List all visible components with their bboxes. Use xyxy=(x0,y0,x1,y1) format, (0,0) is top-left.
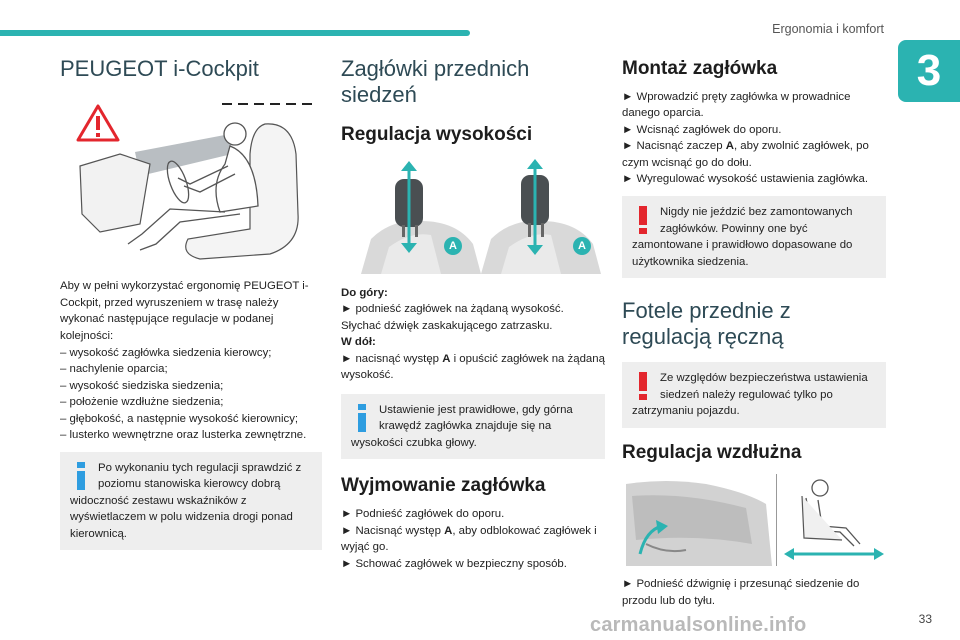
section-title: Ergonomia i komfort xyxy=(772,22,884,36)
remove-heading: Wyjmowanie zagłówka xyxy=(341,475,546,497)
cockpit-info-box: Po wykonaniu tych regulacji sprawdzić z … xyxy=(60,451,322,551)
mount-step-2: ► Wcisnąć zagłówek do oporu. xyxy=(622,123,782,136)
remove-step-2-pre: ► Nacisnąć występ xyxy=(341,524,445,537)
manual-warning-text: Ze względów bezpieczeństwa ustawienia si… xyxy=(632,372,868,418)
remove-steps: ► Podnieść zagłówek do oporu. ► Nacisnąć… xyxy=(341,506,605,572)
warning-exclamation-icon xyxy=(639,372,647,401)
mount-step-3-pre: ► Nacisnąć zaczep xyxy=(622,140,726,153)
longitudinal-text: ► Podnieść dźwignię i przesunąć siedzeni… xyxy=(622,578,860,607)
cockpit-title: PEUGEOT i-Cockpit xyxy=(60,56,259,81)
cockpit-steps: – wysokość zagłówka siedzenia kierowcy; … xyxy=(60,345,322,444)
list-item: – położenie wzdłużne siedzenia; xyxy=(60,396,224,409)
list-item: – nachylenie oparcia; xyxy=(60,363,168,376)
list-item: – wysokość siedziska siedzenia; xyxy=(60,379,224,392)
mount-step-3-post: , aby zwolnić zagłówek, po czym wcisnąć … xyxy=(622,140,869,169)
height-heading: Regulacja wysokości xyxy=(341,123,533,145)
up-text-1: ► podnieść zagłówek na żądaną wysokość. xyxy=(341,303,564,316)
list-item: – głębokość, a następnie wysokość kierow… xyxy=(60,412,299,425)
mount-warning-text: Nigdy nie jeździć bez zamontowanych zagł… xyxy=(632,205,853,268)
warning-exclamation-icon xyxy=(639,205,647,234)
mount-step-3-a: A xyxy=(725,140,734,153)
cockpit-driver-illustration xyxy=(76,103,318,260)
chapter-number: 3 xyxy=(898,40,960,102)
label-a-badge: A xyxy=(573,236,591,255)
column-headrests: Zagłówki przednich siedzeń Regulacja wys… xyxy=(341,52,605,572)
headrest-height-figure-2 xyxy=(481,158,601,274)
remove-step-3: ► Schować zagłówek w bezpieczny sposób. xyxy=(341,557,567,570)
mount-heading: Montaż zagłówka xyxy=(622,58,778,79)
list-item: – lusterko wewnętrzne oraz lusterka zewn… xyxy=(60,429,307,442)
mount-steps: ► Wprowadzić pręty zagłówka w prowadnice… xyxy=(622,89,886,188)
list-item: – wysokość zagłówka siedzenia kierowcy; xyxy=(60,346,272,359)
label-a-badge: A xyxy=(444,236,462,255)
page-number: 33 xyxy=(918,612,932,626)
manual-seats-title: Fotele przednie z regulacją ręczną xyxy=(622,298,791,350)
longitudinal-heading: Regulacja wzdłużna xyxy=(622,441,802,463)
headrest-info-text: Ustawienie jest prawidłowe, gdy górna kr… xyxy=(351,403,573,449)
warning-triangle-icon xyxy=(76,104,120,142)
column-cockpit: PEUGEOT i-Cockpit Aby w pełni wykorzysta… xyxy=(60,52,322,551)
up-section: Do góry: ► podnieść zagłówek na żądaną w… xyxy=(341,285,605,384)
up-label: Do góry: xyxy=(341,286,388,299)
down-text-a: A xyxy=(442,352,451,365)
figure-divider xyxy=(776,474,777,567)
headrests-title: Zagłówki przednich siedzeń xyxy=(341,56,530,107)
mount-warning-box: Nigdy nie jeździć bez zamontowanych zagł… xyxy=(622,195,886,279)
remove-step-1: ► Podnieść zagłówek do oporu. xyxy=(341,508,505,521)
remove-step-2-post: , aby odblokować zagłówek i wyjąć go. xyxy=(341,524,597,554)
watermark: carmanualsonline.info xyxy=(590,614,807,636)
seat-slide-figure xyxy=(784,479,884,561)
up-text-2: Słychać dźwięk zaskakującego zatrzasku. xyxy=(341,319,553,332)
header-accent-bar xyxy=(0,30,470,36)
info-icon xyxy=(358,403,366,432)
headrest-info-box: Ustawienie jest prawidłowe, gdy górna kr… xyxy=(341,393,605,460)
mount-step-4: ► Wyregulować wysokość ustawienia zagłów… xyxy=(622,173,869,186)
seat-lever-figure xyxy=(626,481,772,567)
headrest-illustrations: A A xyxy=(341,158,605,279)
down-text-post: i opuścić zagłówek na żądaną wysokość. xyxy=(341,352,605,382)
info-icon xyxy=(77,461,85,490)
cockpit-info-text: Po wykonaniu tych regulacji sprawdzić z … xyxy=(70,461,302,540)
mount-step-1: ► Wprowadzić pręty zagłówka w prowadnice… xyxy=(622,90,851,120)
column-mounting: Montaż zagłówka ► Wprowadzić pręty zagłó… xyxy=(622,52,886,609)
down-text-pre: ► nacisnąć występ xyxy=(341,352,443,365)
longitudinal-illustrations xyxy=(622,474,886,570)
cockpit-intro: Aby w pełni wykorzystać ergonomię PEUGEO… xyxy=(60,280,309,342)
down-label: W dół: xyxy=(341,336,376,349)
remove-step-2-a: A xyxy=(444,524,453,537)
manual-warning-box: Ze względów bezpieczeństwa ustawienia si… xyxy=(622,362,886,428)
headrest-height-figure-1 xyxy=(361,160,481,274)
